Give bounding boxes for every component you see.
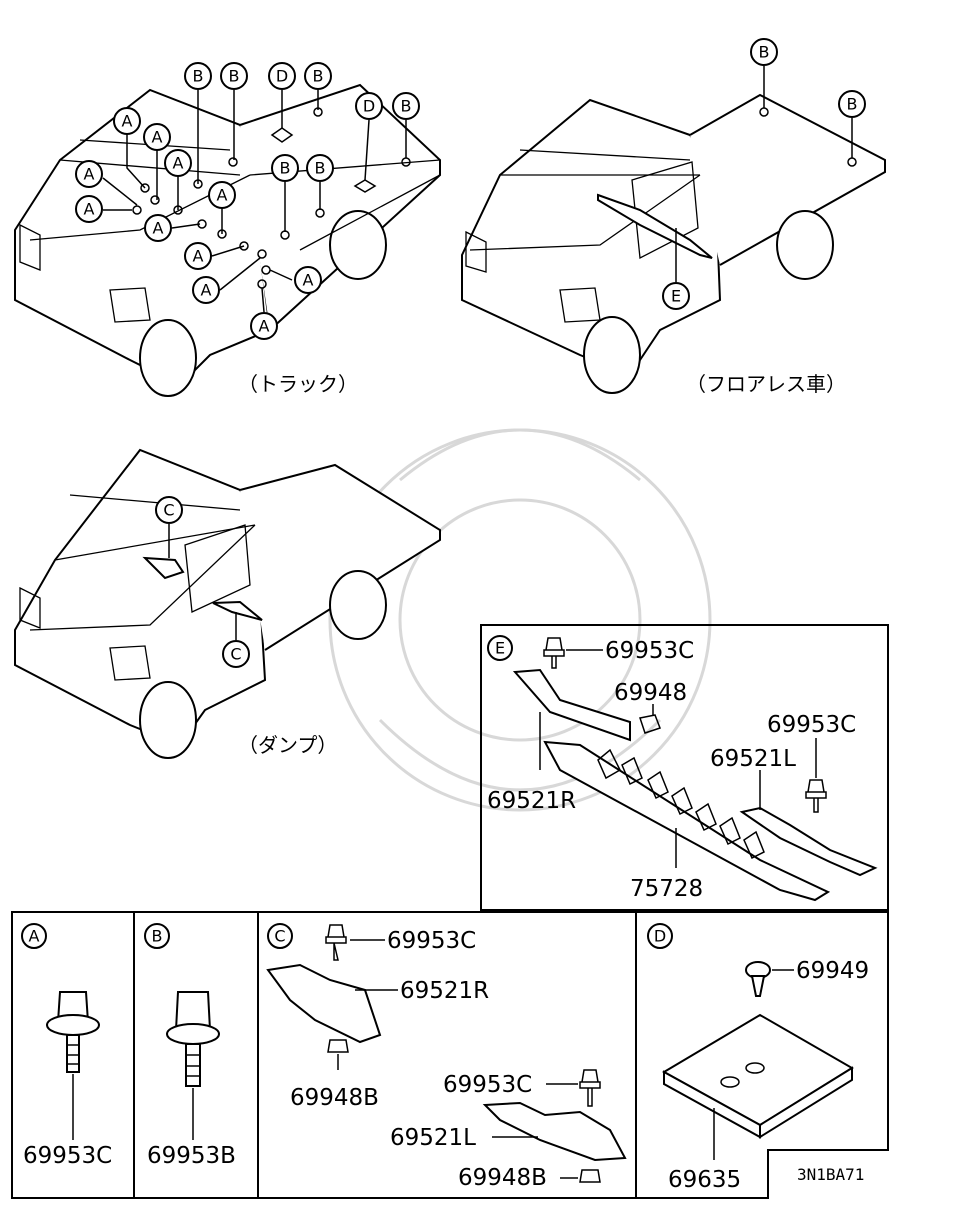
svg-text:A: A — [217, 186, 228, 205]
callout-bubble — [838, 90, 866, 118]
svg-text:69948B: 69948B — [290, 1085, 379, 1111]
svg-text:A: A — [153, 219, 164, 238]
callout-bubble — [222, 640, 250, 668]
svg-text:A: A — [29, 927, 40, 946]
svg-text:B: B — [229, 67, 240, 86]
svg-text:69948: 69948 — [614, 680, 687, 706]
callout-bubble — [662, 282, 690, 310]
svg-text:B: B — [193, 67, 204, 86]
svg-text:C: C — [163, 501, 174, 520]
detail-e-box: E 69953C 69521R 69948 75728 69521L — [480, 624, 889, 911]
svg-text:69521L: 69521L — [390, 1125, 476, 1151]
svg-text:C: C — [274, 927, 285, 946]
callout-bubble: A A A A A A A A A A A B B D B D B B B — [75, 62, 420, 340]
svg-text:B: B — [847, 95, 858, 114]
svg-text:69949: 69949 — [796, 958, 869, 984]
svg-text:69953C: 69953C — [23, 1143, 112, 1169]
svg-text:B: B — [759, 43, 770, 62]
floorless-view: B B E （フロアレス車） — [461, 38, 886, 396]
svg-text:69521R: 69521R — [487, 788, 576, 814]
svg-text:B: B — [401, 97, 412, 116]
svg-text:A: A — [122, 112, 133, 131]
svg-text:75728: 75728 — [630, 876, 703, 902]
svg-text:B: B — [152, 927, 163, 946]
diagram-code: 3N1BA71 — [797, 1165, 864, 1184]
svg-text:69953C: 69953C — [387, 928, 476, 954]
svg-text:C: C — [230, 645, 241, 664]
svg-text:E: E — [671, 287, 681, 306]
truck-view: A A A A A A A A A A A B B D B D B B B （ト… — [14, 62, 441, 397]
svg-text:69953C: 69953C — [605, 638, 694, 664]
bottom-details: A 69953C B 69953B C 69953C 69521R 69948B… — [11, 911, 889, 1199]
svg-text:A: A — [173, 154, 184, 173]
svg-text:E: E — [495, 639, 505, 658]
svg-text:B: B — [280, 159, 291, 178]
dump-caption: （ダンプ） — [238, 733, 337, 757]
svg-text:A: A — [193, 247, 204, 266]
svg-text:69521L: 69521L — [710, 746, 796, 772]
floorless-caption: （フロアレス車） — [686, 372, 846, 396]
callout-bubble — [155, 496, 183, 524]
svg-text:D: D — [276, 67, 288, 86]
watermark — [328, 428, 712, 812]
svg-text:D: D — [654, 927, 666, 946]
svg-text:69948B: 69948B — [458, 1165, 547, 1191]
callout-bubble — [750, 38, 778, 66]
svg-text:A: A — [84, 165, 95, 184]
svg-text:69635: 69635 — [668, 1167, 741, 1193]
svg-text:A: A — [201, 281, 212, 300]
svg-text:A: A — [259, 317, 270, 336]
svg-text:D: D — [363, 97, 375, 116]
svg-text:B: B — [313, 67, 324, 86]
dump-view: C C （ダンプ） — [14, 448, 441, 759]
svg-text:69953C: 69953C — [443, 1072, 532, 1098]
truck-caption: （トラック） — [238, 372, 358, 396]
svg-text:A: A — [152, 128, 163, 147]
svg-text:B: B — [315, 159, 326, 178]
svg-text:69521R: 69521R — [400, 978, 489, 1004]
svg-text:A: A — [303, 271, 314, 290]
svg-text:69953B: 69953B — [147, 1143, 236, 1169]
svg-text:A: A — [84, 200, 95, 219]
svg-text:69953C: 69953C — [767, 712, 856, 738]
